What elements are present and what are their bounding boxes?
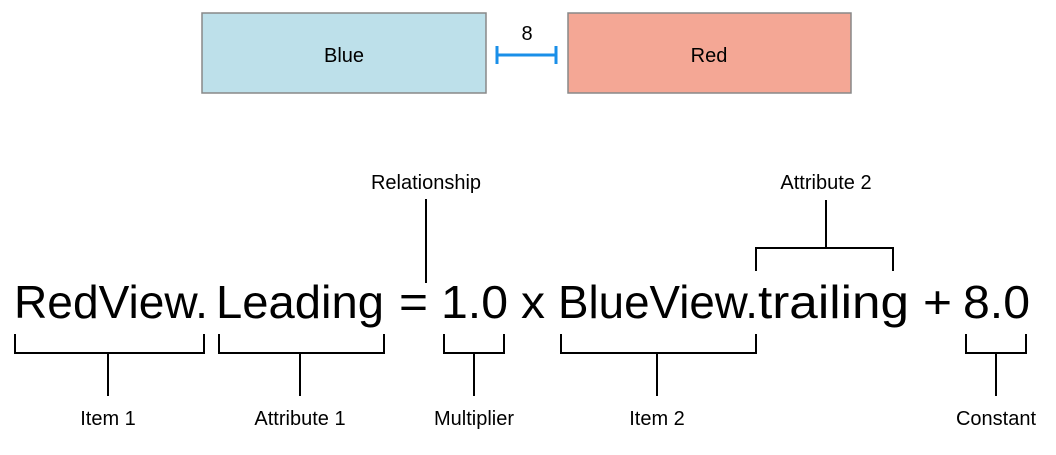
item1-bracket <box>14 334 205 396</box>
red-view-box <box>567 12 852 94</box>
item1-label: Item 1 <box>80 408 136 430</box>
constant-label: Constant <box>956 408 1036 430</box>
equation-attribute2: trailing <box>758 276 909 328</box>
equation-plus: + <box>923 276 952 328</box>
red-view-label: Red <box>691 45 728 67</box>
item2-label: Item 2 <box>629 408 685 430</box>
equation-times: x <box>521 276 545 328</box>
attribute1-label: Attribute 1 <box>254 408 345 430</box>
multiplier-label: Multiplier <box>434 408 514 430</box>
blue-view-label: Blue <box>324 45 364 67</box>
spacing-indicator <box>495 46 558 64</box>
spacing-value: 8 <box>521 23 532 45</box>
constant-bracket <box>965 334 1027 396</box>
equation-item1: RedView. <box>14 276 208 328</box>
attribute1-bracket <box>218 334 385 396</box>
equation-multiplier: 1.0 <box>441 276 508 328</box>
blue-view-box <box>201 12 487 94</box>
attribute2-label: Attribute 2 <box>780 172 871 194</box>
relationship-label: Relationship <box>371 172 481 194</box>
equation-item2: BlueView. <box>558 276 758 328</box>
item2-bracket <box>560 334 757 396</box>
multiplier-bracket <box>443 334 505 396</box>
equation-attribute1: Leading <box>216 276 384 328</box>
equation-constant: 8.0 <box>963 276 1030 328</box>
attribute2-bracket <box>755 200 894 271</box>
equation-relation: = <box>399 276 428 328</box>
